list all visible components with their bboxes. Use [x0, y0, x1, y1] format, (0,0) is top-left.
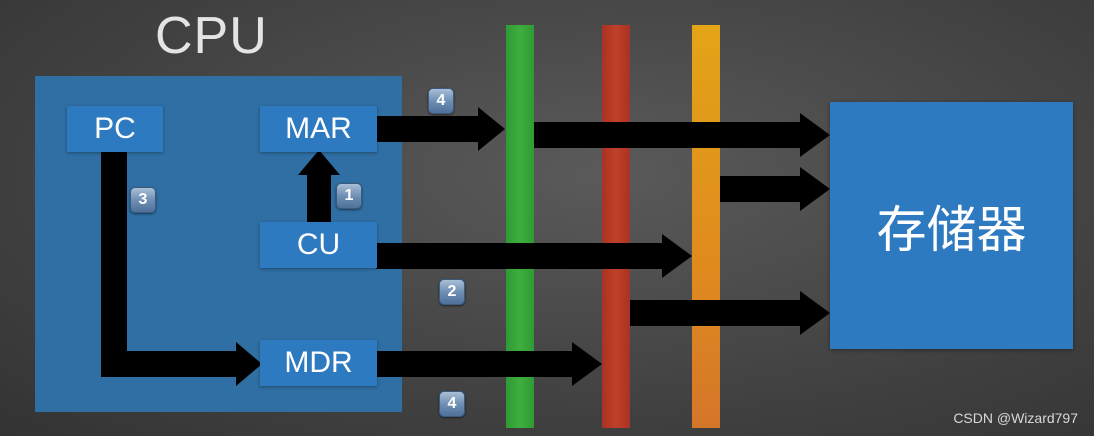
arrow-cu-to-mar	[298, 150, 340, 222]
mdr-register: MDR	[260, 340, 377, 386]
arrow-mdr-to-data-bus	[376, 342, 602, 386]
arrow-pc-to-mdr	[101, 150, 262, 386]
step-4-address-badge: 4	[428, 88, 454, 114]
pc-register: PC	[67, 106, 163, 152]
cpu-title: CPU	[155, 7, 268, 65]
arrow-cu-to-control-bus	[376, 234, 692, 278]
step-4-data-badge: 4	[439, 391, 465, 417]
step-2-badge: 2	[439, 279, 465, 305]
data-bus	[692, 25, 720, 428]
memory-box: 存储器	[830, 102, 1073, 349]
arrow-address-bus-to-memory	[534, 113, 830, 157]
cu-register: CU	[260, 222, 377, 268]
mar-register: MAR	[260, 106, 377, 152]
arrow-mar-to-address-bus	[376, 107, 505, 151]
step-1-badge: 1	[336, 183, 362, 209]
arrow-data-bus-to-memory-upper	[720, 167, 830, 211]
watermark: CSDN @Wizard797	[953, 410, 1078, 426]
arrow-control-bus-to-memory	[630, 291, 830, 335]
control-bus	[602, 25, 630, 428]
step-3-badge: 3	[130, 187, 156, 213]
